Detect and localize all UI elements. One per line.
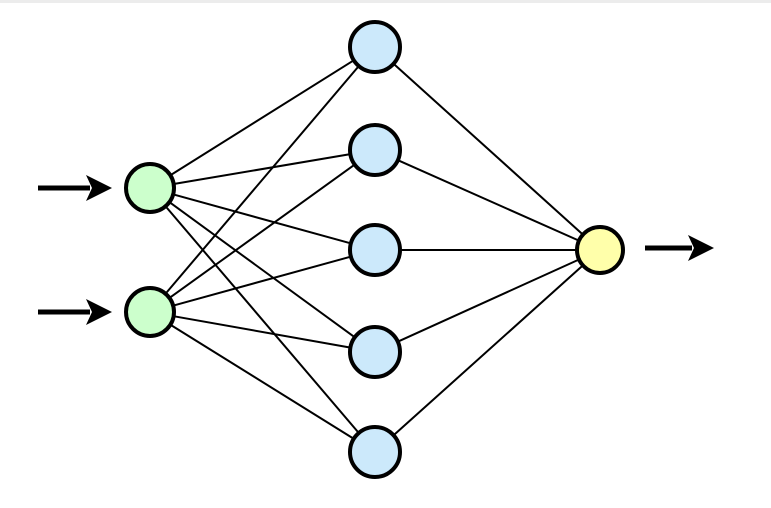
edge-h2-o1 — [394, 157, 583, 243]
input-arrow-2 — [38, 299, 112, 325]
edges-group — [162, 57, 587, 442]
edge-i2-h4 — [169, 314, 355, 350]
edge-i2-h2 — [166, 161, 359, 301]
node-i2-input[interactable] — [124, 286, 176, 338]
edge-h1-o1 — [390, 60, 587, 238]
node-h1-hidden[interactable] — [348, 20, 402, 74]
edge-i1-h4 — [165, 199, 359, 341]
edge-h4-o1 — [394, 257, 583, 344]
edge-i1-h5 — [162, 202, 362, 437]
output-arrow-1-head — [688, 235, 714, 261]
edge-i2-h3 — [169, 254, 355, 308]
top-edge-strip — [0, 0, 771, 3]
node-h2-hidden[interactable] — [348, 123, 402, 177]
edge-h5-o1 — [390, 262, 587, 439]
nodes-group — [124, 20, 625, 479]
input-arrow-1 — [38, 175, 112, 201]
node-i1-input[interactable] — [124, 162, 176, 214]
output-arrow-1 — [645, 235, 714, 261]
input-arrow-2-head — [86, 299, 112, 325]
edge-i1-h3 — [169, 192, 355, 246]
node-h4-hidden[interactable] — [348, 325, 402, 379]
node-o1-output[interactable] — [575, 225, 625, 275]
edge-i1-h1 — [166, 57, 358, 178]
node-h5-hidden[interactable] — [348, 425, 402, 479]
edge-i1-h2 — [169, 152, 355, 186]
arrows-group — [38, 175, 714, 325]
edge-i2-h1 — [162, 62, 362, 297]
input-arrow-1-head — [86, 175, 112, 201]
edge-i2-h5 — [166, 322, 358, 442]
node-h3-hidden[interactable] — [348, 223, 402, 277]
